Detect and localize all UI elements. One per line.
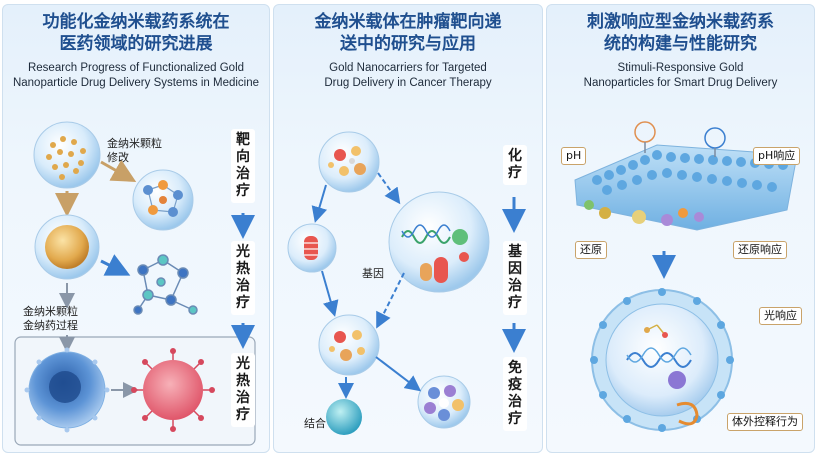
tag-reduction: 还原 xyxy=(575,241,607,259)
drug-carrier-top xyxy=(318,131,380,193)
tag-ph: pH xyxy=(561,147,587,165)
tumor-cell-red xyxy=(131,348,215,432)
tag-release: 体外控释行为 xyxy=(727,413,803,431)
lipid-bilayer-membrane xyxy=(574,144,798,231)
panel3-title-cn-line2: 统的构建与性能研究 xyxy=(604,34,757,54)
panel3-title-en-line1: Stimuli-Responsive Gold xyxy=(617,62,744,74)
arrow-to-molecule xyxy=(100,254,131,276)
panel1-title-cn-line1: 功能化金纳米载药系统在 xyxy=(42,12,230,32)
modified-nanoparticle-sphere xyxy=(132,169,194,231)
panel2-title-en-line2: Drug Delivery in Cancer Therapy xyxy=(324,77,492,89)
side-label-chemotherapy: 化疗 xyxy=(503,145,527,185)
bound-particle xyxy=(326,399,362,435)
arrow-cell-to-bottom xyxy=(376,272,405,329)
label-modify-line2: 修改 xyxy=(107,151,129,164)
panel1-illustration xyxy=(14,121,256,446)
label-process-line1: 金纳米颗粒 xyxy=(23,305,78,318)
ring-molecule-1 xyxy=(634,121,656,153)
release-spiral xyxy=(676,401,699,426)
arrow-to-modified xyxy=(100,159,137,182)
gold-core-sphere xyxy=(34,214,100,280)
immune-cluster xyxy=(417,375,471,429)
liposome-vesicle xyxy=(590,288,734,432)
gold-nanoparticle-sphere xyxy=(33,121,101,189)
tag-ph-response: pH响应 xyxy=(753,147,801,165)
label-gene: 基因 xyxy=(362,267,384,280)
tag-reduction-response: 还原响应 xyxy=(733,241,787,259)
panel2-illustration xyxy=(287,131,526,435)
arrow-bottom-to-immune xyxy=(375,356,422,392)
panel-stimuli-responsive: 刺激响应型金纳米载药系 统的构建与性能研究 Stimuli-Responsive… xyxy=(546,4,815,453)
panel1-title-en-line1: Research Progress of Functionalized Gold xyxy=(27,62,245,74)
tumor-cell-blue xyxy=(24,347,110,433)
panel1-title-en-line2: Nanoparticle Drug Delivery Systems in Me… xyxy=(12,77,260,89)
tag-light-response: 光响应 xyxy=(759,307,802,325)
arrow-top-to-small xyxy=(311,184,328,223)
panel2-title-cn-line2: 送中的研究与应用 xyxy=(340,34,476,54)
drug-carrier-bottom xyxy=(318,314,380,376)
panel3-illustration xyxy=(574,121,798,432)
arrow-small-to-bottom xyxy=(321,270,339,317)
tumor-cell-large xyxy=(388,191,490,293)
ring-molecule-2 xyxy=(704,127,726,157)
panel3-title-cn-line1: 刺激响应型金纳米载药系 xyxy=(587,12,774,32)
label-modify-line1: 金纳米颗粒 xyxy=(107,137,162,150)
side-label-gene-therapy: 基因治疗 xyxy=(503,241,527,315)
panel1-title-cn-line2: 医药领域的研究进展 xyxy=(59,34,213,54)
label-bind: 结合 xyxy=(304,417,326,430)
label-modify: 金纳米颗粒 修改 xyxy=(107,137,162,165)
molecular-network xyxy=(133,254,198,315)
panel-research-progress: 功能化金纳米载药系统在 医药领域的研究进展 Research Progress … xyxy=(2,4,270,453)
side-label-immunotherapy: 免疫治疗 xyxy=(503,357,527,431)
panel2-title-en-line1: Gold Nanocarriers for Targeted xyxy=(329,62,487,74)
panel3-title-en-line2: Nanoparticles for Smart Drug Delivery xyxy=(583,77,778,89)
side-label-photothermal-2: 光热治疗 xyxy=(231,353,255,427)
label-process: 金纳米颗粒 金纳药过程 xyxy=(23,305,78,333)
panel-cancer-delivery: 金纳米载体在肿瘤靶向递 送中的研究与应用 Gold Nanocarriers f… xyxy=(273,4,543,453)
panel2-title-cn-line1: 金纳米载体在肿瘤靶向递 xyxy=(314,12,502,32)
gene-carrier-small xyxy=(287,223,337,273)
side-label-targeted-therapy: 靶向治疗 xyxy=(231,129,255,203)
side-label-photothermal-1: 光热治疗 xyxy=(231,241,255,315)
label-process-line2: 金纳药过程 xyxy=(23,319,78,332)
arrow-top-to-cell xyxy=(377,172,401,205)
